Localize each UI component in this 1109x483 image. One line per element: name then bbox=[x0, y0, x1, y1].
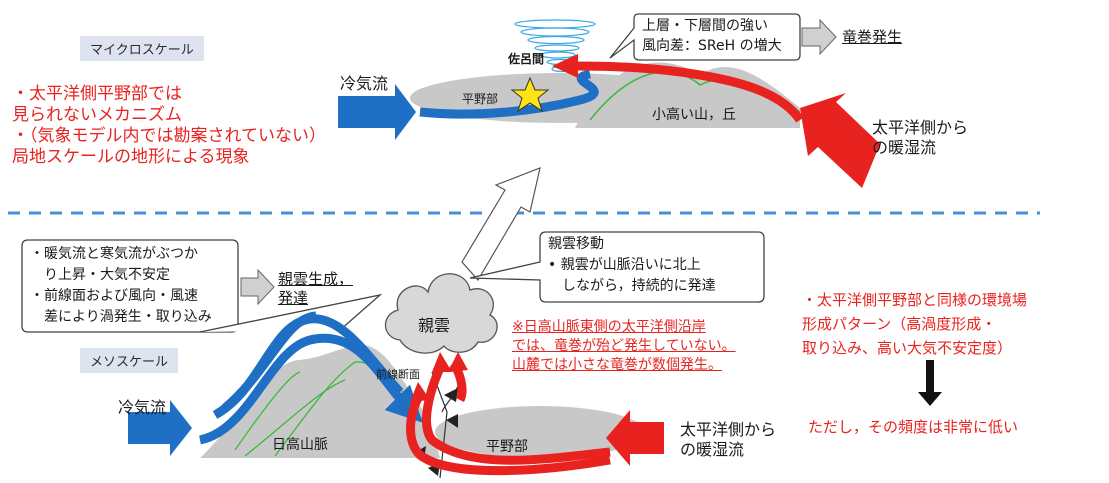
meso-warm-arrow bbox=[606, 410, 664, 466]
right-red-note: ・太平洋側平野部と同様の環境場 形成パターン（高渦度形成・ 取り込み、高い大気不… bbox=[802, 288, 1027, 360]
meso-red-note: ※日高山脈東側の太平洋側沿岸 では、竜巻が殆ど発生していない。 山麓では小さな竜… bbox=[512, 318, 736, 375]
move-box-line: しながら，持続的に発達 bbox=[548, 278, 716, 294]
micro-note-line: ・（気象モデル内では勘案されていない） bbox=[12, 126, 326, 146]
mountain-label: 日高山脈 bbox=[272, 437, 328, 453]
gen-box-line: ・前線面および風向・風速 bbox=[30, 288, 198, 304]
micro-warm-arrow bbox=[800, 93, 880, 188]
micro-callout-text: 上層・下層間の強い 風向差：SReH の増大 bbox=[642, 16, 782, 56]
parent-cloud-icon bbox=[384, 273, 498, 354]
callout-line: 風向差：SReH の増大 bbox=[642, 38, 782, 54]
meso-warm-flow-label: 太平洋側から の暖湿流 bbox=[680, 420, 776, 460]
hill-label: 小高い山，丘 bbox=[652, 107, 736, 123]
meso-plain-label: 平野部 bbox=[486, 439, 528, 455]
gen-callout-box bbox=[21, 239, 239, 333]
meso-warm-flow-path-1 bbox=[422, 366, 611, 465]
micro-plain-label: 平野部 bbox=[462, 92, 499, 106]
micro-warm-flow-label: 太平洋側から の暖湿流 bbox=[872, 118, 968, 158]
move-box-title: 親雲移動 bbox=[548, 236, 604, 252]
warm-flow-line: 太平洋側から bbox=[680, 420, 777, 439]
micro-note-line: ・太平洋側平野部では bbox=[12, 84, 182, 104]
meso-cold-arrow bbox=[128, 400, 192, 456]
callout-line: 上層・下層間の強い bbox=[642, 18, 768, 34]
right-note-line: 形成パターン（高渦度形成・ bbox=[802, 315, 997, 333]
tornado-occurrence-label: 竜巻発生 bbox=[842, 28, 903, 46]
move-box-text: 親雲移動 • 親雲が山脈沿いに北上 しながら，持続的に発達 bbox=[548, 234, 716, 297]
gen-result-line: 親雲生成， bbox=[278, 270, 354, 288]
result-down-arrow bbox=[918, 360, 942, 406]
cloud-movement-arrow bbox=[461, 167, 541, 282]
saroma-label: 佐呂間 bbox=[508, 52, 545, 66]
micro-result-arrow bbox=[801, 18, 837, 56]
frequency-note: ただし，その頻度は非常に低い bbox=[808, 418, 1019, 436]
note-line: ※日高山脈東側の太平洋側沿岸 bbox=[512, 319, 706, 335]
right-note-line: ・太平洋側平野部と同様の環境場 bbox=[802, 291, 1028, 309]
meso-cold-flow-label: 冷気流 bbox=[118, 398, 167, 417]
micro-note-line: 見られないメカニズム bbox=[12, 105, 182, 125]
meso-warm-flow-path-2 bbox=[406, 392, 611, 476]
micro-hill bbox=[575, 62, 800, 128]
warm-flow-line: の暖湿流 bbox=[680, 440, 745, 459]
meso-scale-tag: メソスケール bbox=[80, 348, 179, 373]
micro-scale-tag: マイクロスケール bbox=[80, 36, 204, 61]
move-box-line: • 親雲が山脈沿いに北上 bbox=[548, 257, 701, 273]
front-label: 前線断面 bbox=[376, 368, 420, 381]
meso-plain-area bbox=[435, 406, 645, 458]
note-line: 山麓では小さな竜巻が数個発生。 bbox=[512, 357, 722, 373]
gen-box-line: ・暖気流と寒気流がぶつか bbox=[30, 246, 198, 262]
micro-cold-flow-label: 冷気流 bbox=[340, 74, 389, 93]
gen-result-arrow bbox=[240, 268, 275, 306]
micro-warm-flow-path bbox=[569, 61, 804, 123]
micro-note-line: 局地スケールの地形による現象 bbox=[12, 147, 250, 167]
warm-flow-line: の暖湿流 bbox=[872, 138, 937, 157]
micro-note: ・太平洋側平野部では 見られないメカニズム ・（気象モデル内では勘案されていない… bbox=[12, 84, 326, 168]
micro-callout-box bbox=[609, 13, 801, 61]
micro-cold-arrow bbox=[338, 84, 416, 140]
move-callout-box bbox=[469, 231, 765, 303]
gen-box-line: 差により渦発生・取り込み bbox=[30, 309, 212, 325]
gen-box-line: り上昇・大気不安定 bbox=[30, 267, 170, 283]
warm-flow-line: 太平洋側から bbox=[872, 118, 969, 137]
cloud-label: 親雲 bbox=[418, 316, 451, 335]
gen-result-line: 発達 bbox=[278, 289, 309, 307]
saroma-star-icon bbox=[510, 76, 550, 113]
gen-result-text: 親雲生成， 発達 bbox=[278, 270, 353, 308]
micro-cold-flow-path bbox=[419, 69, 599, 119]
right-note-line: 取り込み、高い大気不安定度） bbox=[802, 339, 1013, 357]
note-line: では、竜巻が殆ど発生していない。 bbox=[512, 338, 736, 354]
gen-box-text: ・暖気流と寒気流がぶつか り上昇・大気不安定 ・前線面および風向・風速 差により… bbox=[30, 244, 212, 328]
